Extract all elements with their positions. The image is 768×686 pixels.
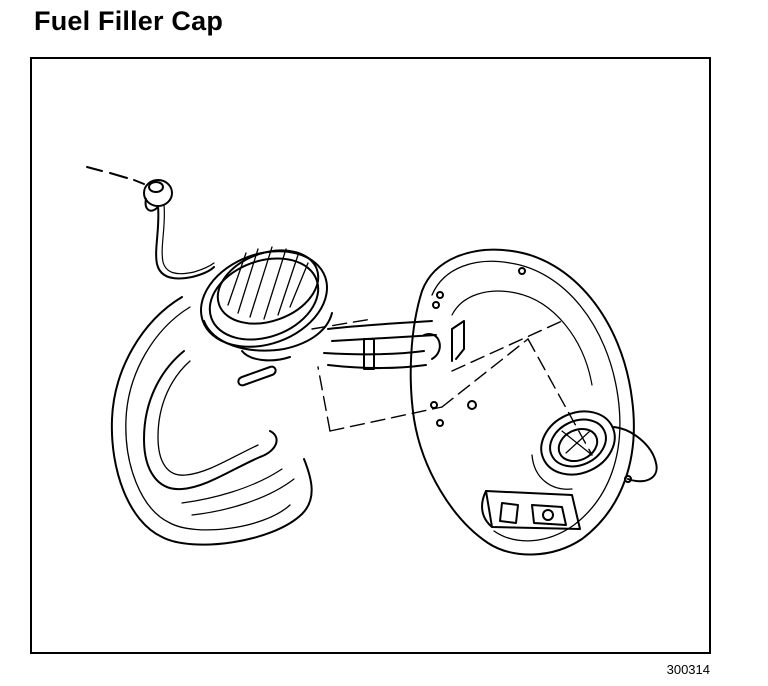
- fuel-cap: [200, 246, 333, 362]
- filler-neck: [531, 410, 658, 490]
- exploded-view-guide: [311, 318, 593, 456]
- figure-number: 300314: [666, 662, 710, 677]
- tether-strap: [155, 205, 215, 280]
- fuel-filler-cap-illustration: [86, 166, 658, 556]
- fuel-door: [110, 296, 313, 546]
- illustration-frame: [30, 57, 711, 654]
- hinge-arm: [323, 320, 441, 370]
- latch-bracket: [481, 490, 581, 530]
- filler-housing: [409, 248, 635, 556]
- leader-line: [86, 166, 145, 185]
- page-title: Fuel Filler Cap: [34, 6, 224, 36]
